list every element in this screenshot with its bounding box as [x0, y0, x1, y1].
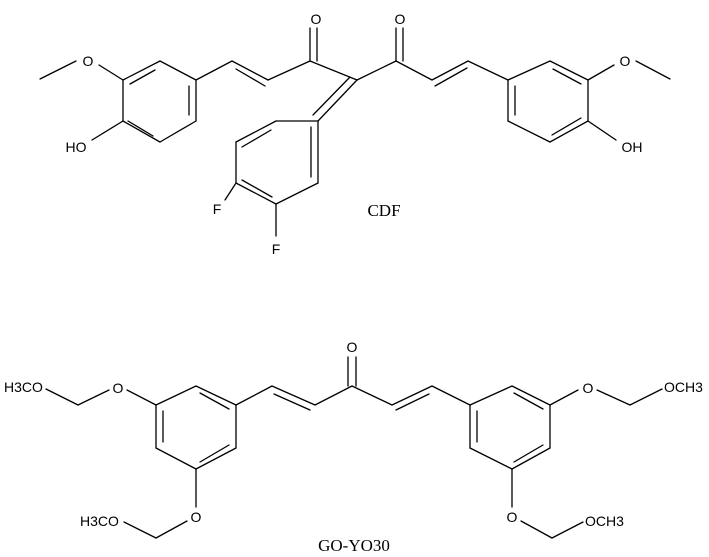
go-yo30-atom-labels: O O H3CO O H3CO O OCH3 O OCH3: [4, 339, 703, 529]
carbonyl-oxygen-label: O: [311, 11, 322, 27]
ether-oxygen-label: O: [583, 380, 594, 396]
carbonyl-oxygen-label: O: [347, 339, 358, 355]
ether-oxygen-label: O: [507, 509, 518, 525]
methoxymethyl-label: H3CO: [4, 379, 43, 395]
methoxymethyl-label: OCH3: [585, 513, 624, 529]
ether-oxygen-label: O: [191, 509, 202, 525]
ether-oxygen-label: O: [113, 380, 124, 396]
go-yo30-bonds: [45, 356, 663, 539]
hydroxyl-label: OH: [622, 139, 643, 155]
methoxy-oxygen-label: O: [83, 53, 94, 69]
fluorine-label: F: [213, 201, 222, 217]
methoxymethyl-label: OCH3: [664, 379, 703, 395]
cdf-atom-labels: O O O HO O OH F F: [66, 11, 643, 257]
compound-name: CDF: [367, 201, 400, 220]
go-yo30-structure: O O H3CO O H3CO O OCH3 O OCH3 GO-YO30: [4, 339, 703, 555]
compound-name: GO-YO30: [318, 536, 390, 555]
methoxy-oxygen-label: O: [620, 53, 631, 69]
hydroxyl-label: HO: [66, 139, 87, 155]
fluorine-label: F: [272, 241, 281, 257]
cdf-structure: O O O HO O OH F F CDF: [39, 11, 671, 257]
carbonyl-oxygen-label: O: [395, 11, 406, 27]
methoxymethyl-label: H3CO: [80, 513, 119, 529]
cdf-bonds: [39, 27, 671, 237]
